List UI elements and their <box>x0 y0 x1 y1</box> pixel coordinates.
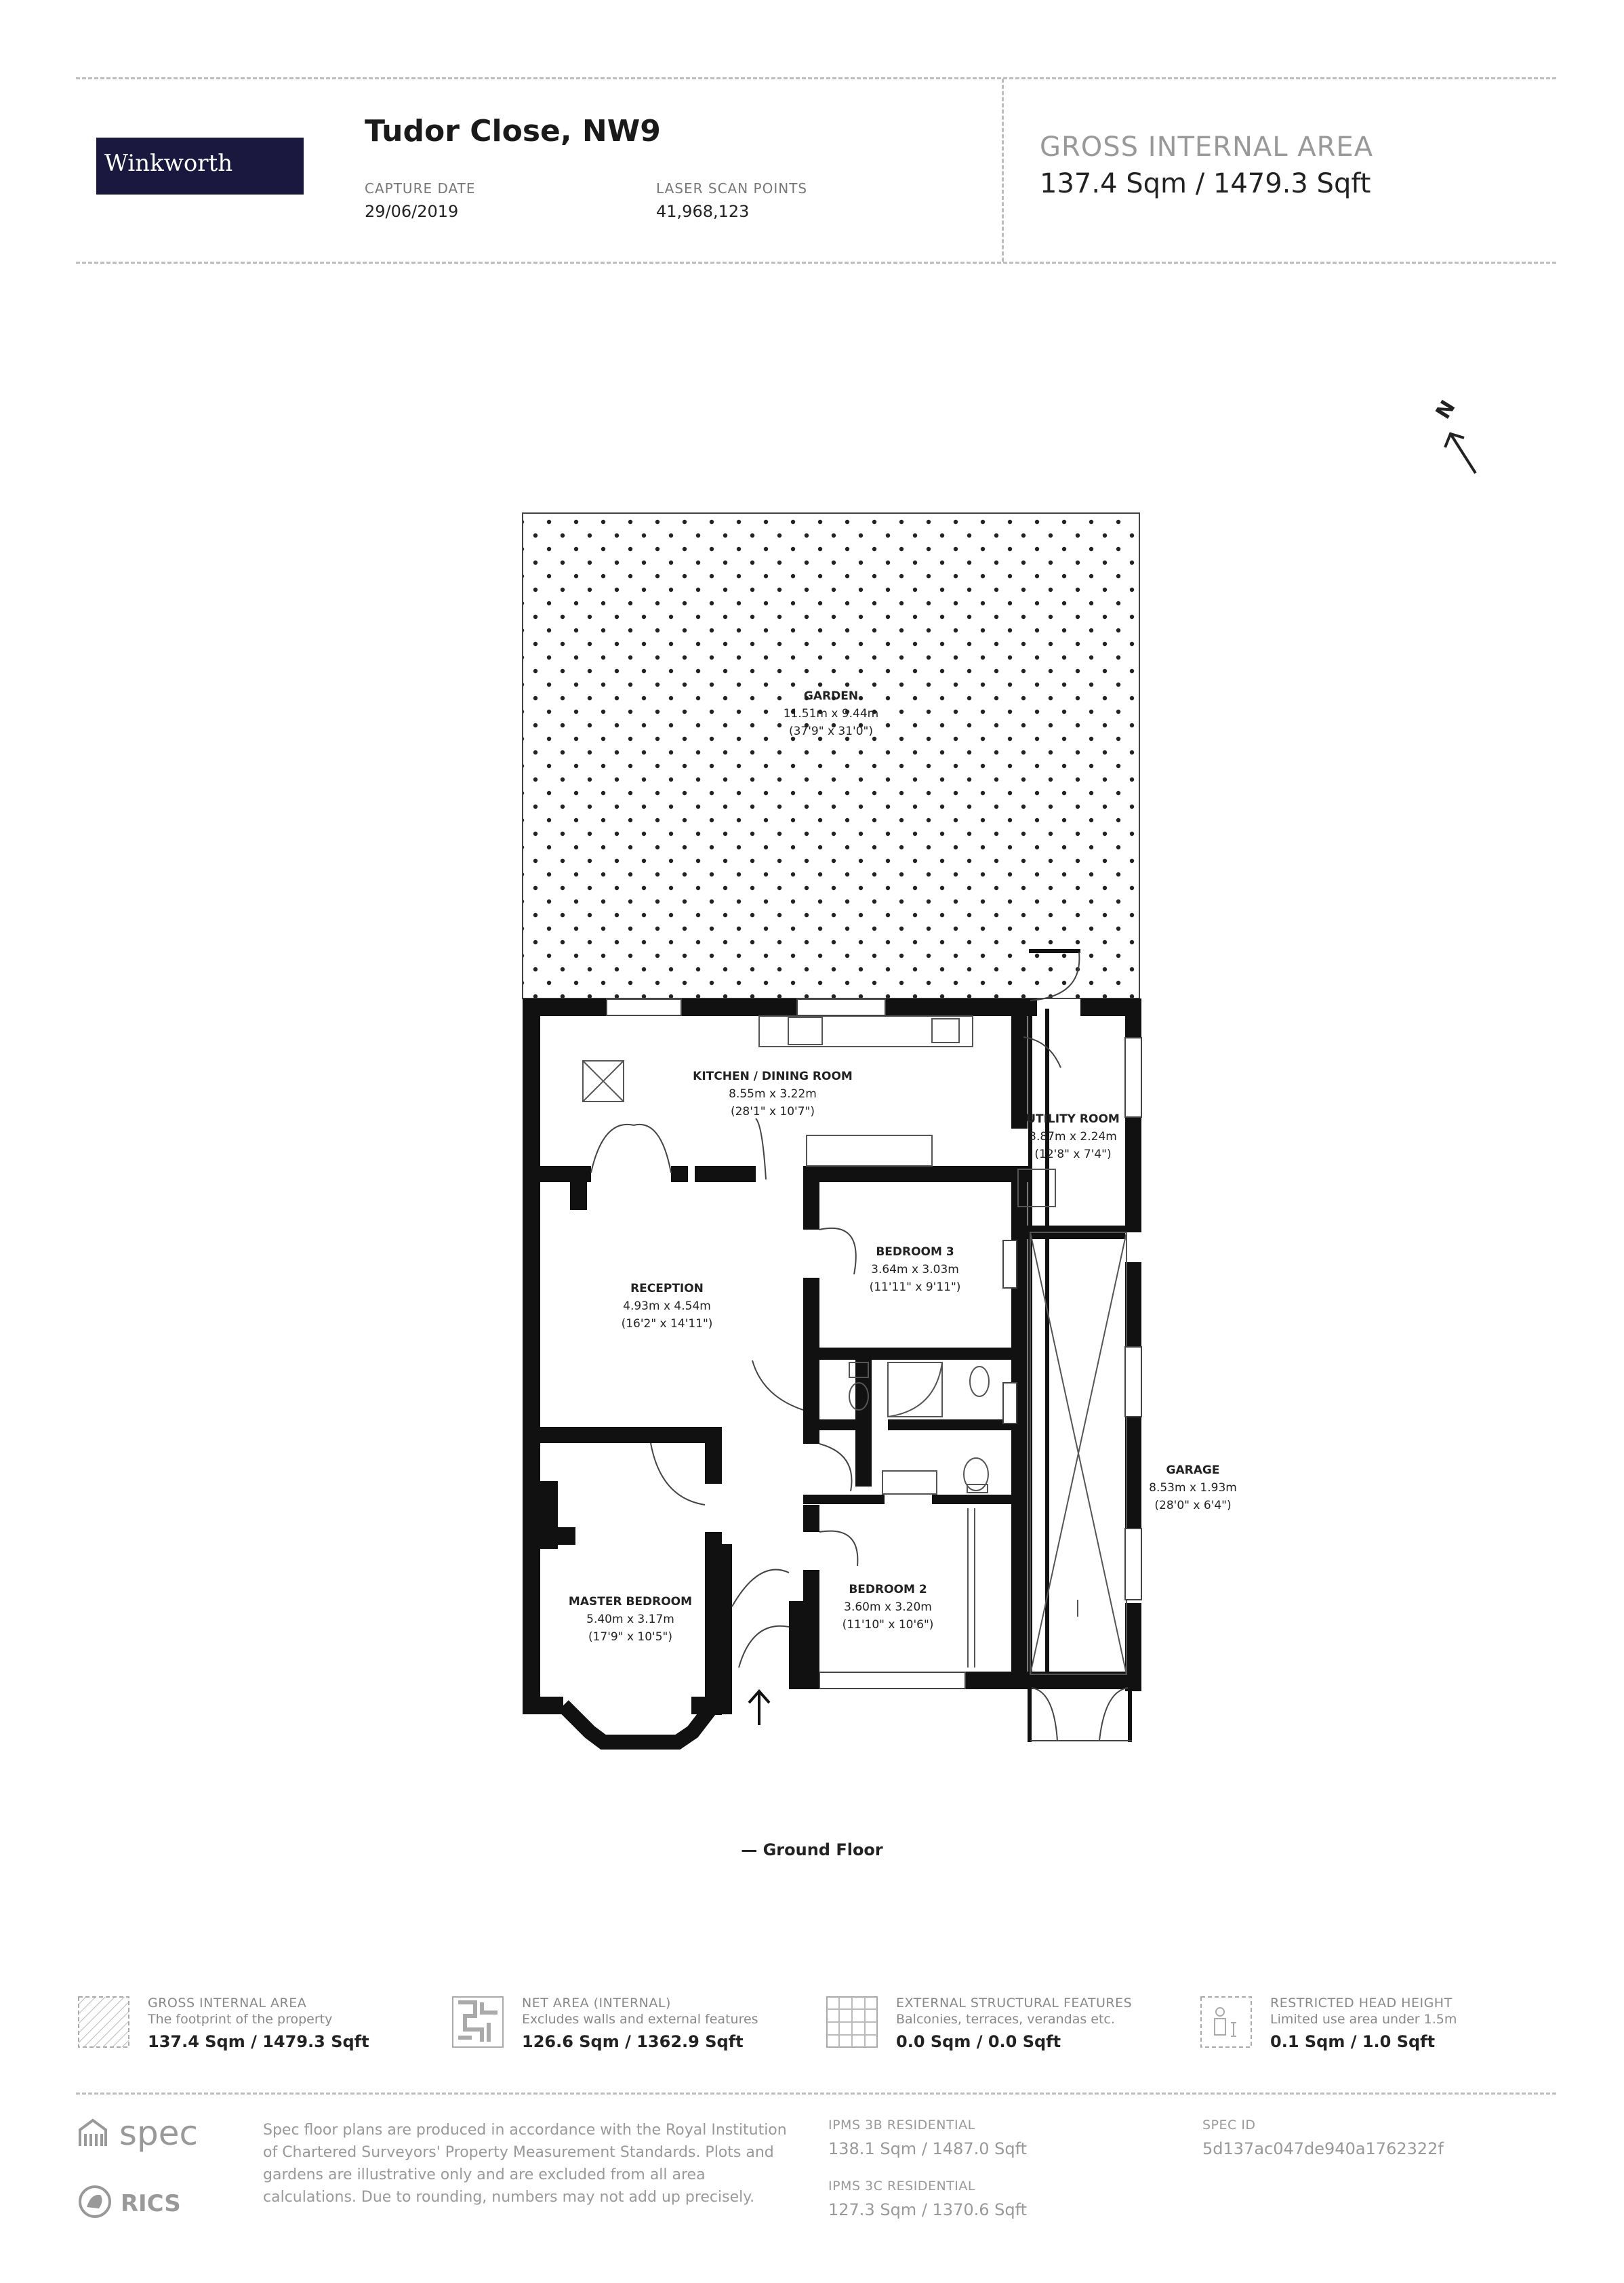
reception-metric: 4.93m x 4.54m <box>623 1299 711 1313</box>
legend-sub: The footprint of the property <box>148 2012 333 2027</box>
garage-name: GARAGE <box>1166 1463 1220 1477</box>
legend-sub: Balconies, terraces, verandas etc. <box>896 2012 1115 2027</box>
reception-name: RECEPTION <box>630 1282 704 1295</box>
bedroom2-metric: 3.60m x 3.20m <box>844 1600 932 1614</box>
utility-metric: 3.87m x 2.24m <box>1029 1130 1117 1144</box>
master-metric: 5.40m x 3.17m <box>586 1613 674 1626</box>
property-title: Tudor Close, NW9 <box>365 114 661 148</box>
capture-date-label: CAPTURE DATE <box>365 180 476 197</box>
legend-sub: Excludes walls and external features <box>522 2012 758 2027</box>
bedroom3-name: BEDROOM 3 <box>876 1245 954 1259</box>
utility-imperial: (12'8" x 7'4") <box>1034 1148 1111 1161</box>
north-arrow-icon <box>1444 432 1477 474</box>
reception-imperial: (16'2" x 14'11") <box>622 1317 713 1331</box>
ipms3b-value: 138.1 Sqm / 1487.0 Sqft <box>828 2139 1028 2158</box>
bedroom2-imperial: (11'10" x 10'6") <box>843 1618 934 1632</box>
garage-imperial: (28'0" x 6'4") <box>1154 1499 1231 1512</box>
spec-id-label: SPEC ID <box>1202 2118 1256 2133</box>
scan-points-label: LASER SCAN POINTS <box>656 180 808 197</box>
garden-area <box>522 512 1140 999</box>
north-label: N <box>1432 397 1461 424</box>
spec-logo-icon <box>79 2118 107 2146</box>
spec-id-value: 5d137ac047de940a1762322f <box>1202 2139 1444 2158</box>
legend-title: EXTERNAL STRUCTURAL FEATURES <box>896 1996 1133 2011</box>
legend-value: 137.4 Sqm / 1479.3 Sqft <box>148 2032 369 2051</box>
entrance-arrow-icon <box>748 1689 771 1725</box>
utility-name: UTILITY ROOM <box>1026 1112 1120 1126</box>
kitchen-metric: 8.55m x 3.22m <box>729 1087 817 1101</box>
scan-points: 41,968,123 <box>656 202 750 221</box>
disclaimer: Spec floor plans are produced in accorda… <box>263 2122 787 2206</box>
kitchen-name: KITCHEN / DINING ROOM <box>693 1070 853 1083</box>
grid-area-icon <box>826 1996 878 2048</box>
legend-title: NET AREA (INTERNAL) <box>522 1996 671 2011</box>
rics-lion-icon <box>79 2185 111 2218</box>
kitchen-imperial: (28'1" x 10'7") <box>731 1105 815 1118</box>
legend-value: 0.0 Sqm / 0.0 Sqft <box>896 2032 1061 2051</box>
bedroom3-imperial: (11'11" x 9'11") <box>870 1280 961 1294</box>
capture-date: 29/06/2019 <box>365 202 459 221</box>
rics-logo: RICS <box>77 2184 181 2219</box>
garden-name: GARDEN <box>804 689 858 703</box>
head-height-icon <box>1200 1996 1252 2048</box>
brand-logo: Winkworth <box>96 138 304 195</box>
floor-label: — Ground Floor <box>741 1840 883 1859</box>
header-vertical-divider <box>1002 79 1004 262</box>
header-bottom-divider <box>76 262 1556 264</box>
legend-sub: Limited use area under 1.5m <box>1270 2012 1457 2027</box>
net-area-icon <box>452 1996 504 2048</box>
legend-title: GROSS INTERNAL AREA <box>148 1996 307 2011</box>
bedroom3-metric: 3.64m x 3.03m <box>871 1263 959 1276</box>
door-swings <box>590 1118 859 1668</box>
gia-header-label: GROSS INTERNAL AREA <box>1040 132 1374 163</box>
hatched-area-icon <box>78 1996 129 2048</box>
legend-title: RESTRICTED HEAD HEIGHT <box>1270 1996 1453 2011</box>
legend-value: 126.6 Sqm / 1362.9 Sqft <box>522 2032 744 2051</box>
ipms3b-label: IPMS 3B RESIDENTIAL <box>828 2118 975 2133</box>
spec-logo-text: spec <box>119 2114 198 2153</box>
master-imperial: (17'9" x 10'5") <box>588 1630 672 1644</box>
master-name: MASTER BEDROOM <box>569 1595 692 1609</box>
ipms3c-value: 127.3 Sqm / 1370.6 Sqft <box>828 2200 1028 2219</box>
bedroom2-name: BEDROOM 2 <box>849 1583 927 1596</box>
spec-logo: spec <box>77 2114 198 2153</box>
rics-logo-text: RICS <box>120 2190 181 2217</box>
legend-value: 0.1 Sqm / 1.0 Sqft <box>1270 2032 1436 2051</box>
ipms3c-label: IPMS 3C RESIDENTIAL <box>828 2179 975 2194</box>
header-top-divider <box>76 77 1556 79</box>
garden-metric: 11.51m x 9.44m <box>784 707 879 721</box>
gia-header-value: 137.4 Sqm / 1479.3 Sqft <box>1040 168 1371 199</box>
footer-divider <box>76 2093 1556 2095</box>
brand-name: Winkworth <box>104 150 233 177</box>
garage-metric: 8.53m x 1.93m <box>1149 1481 1237 1495</box>
windows <box>606 998 1142 1689</box>
garden-imperial: (37'9" x 31'0") <box>789 725 873 738</box>
